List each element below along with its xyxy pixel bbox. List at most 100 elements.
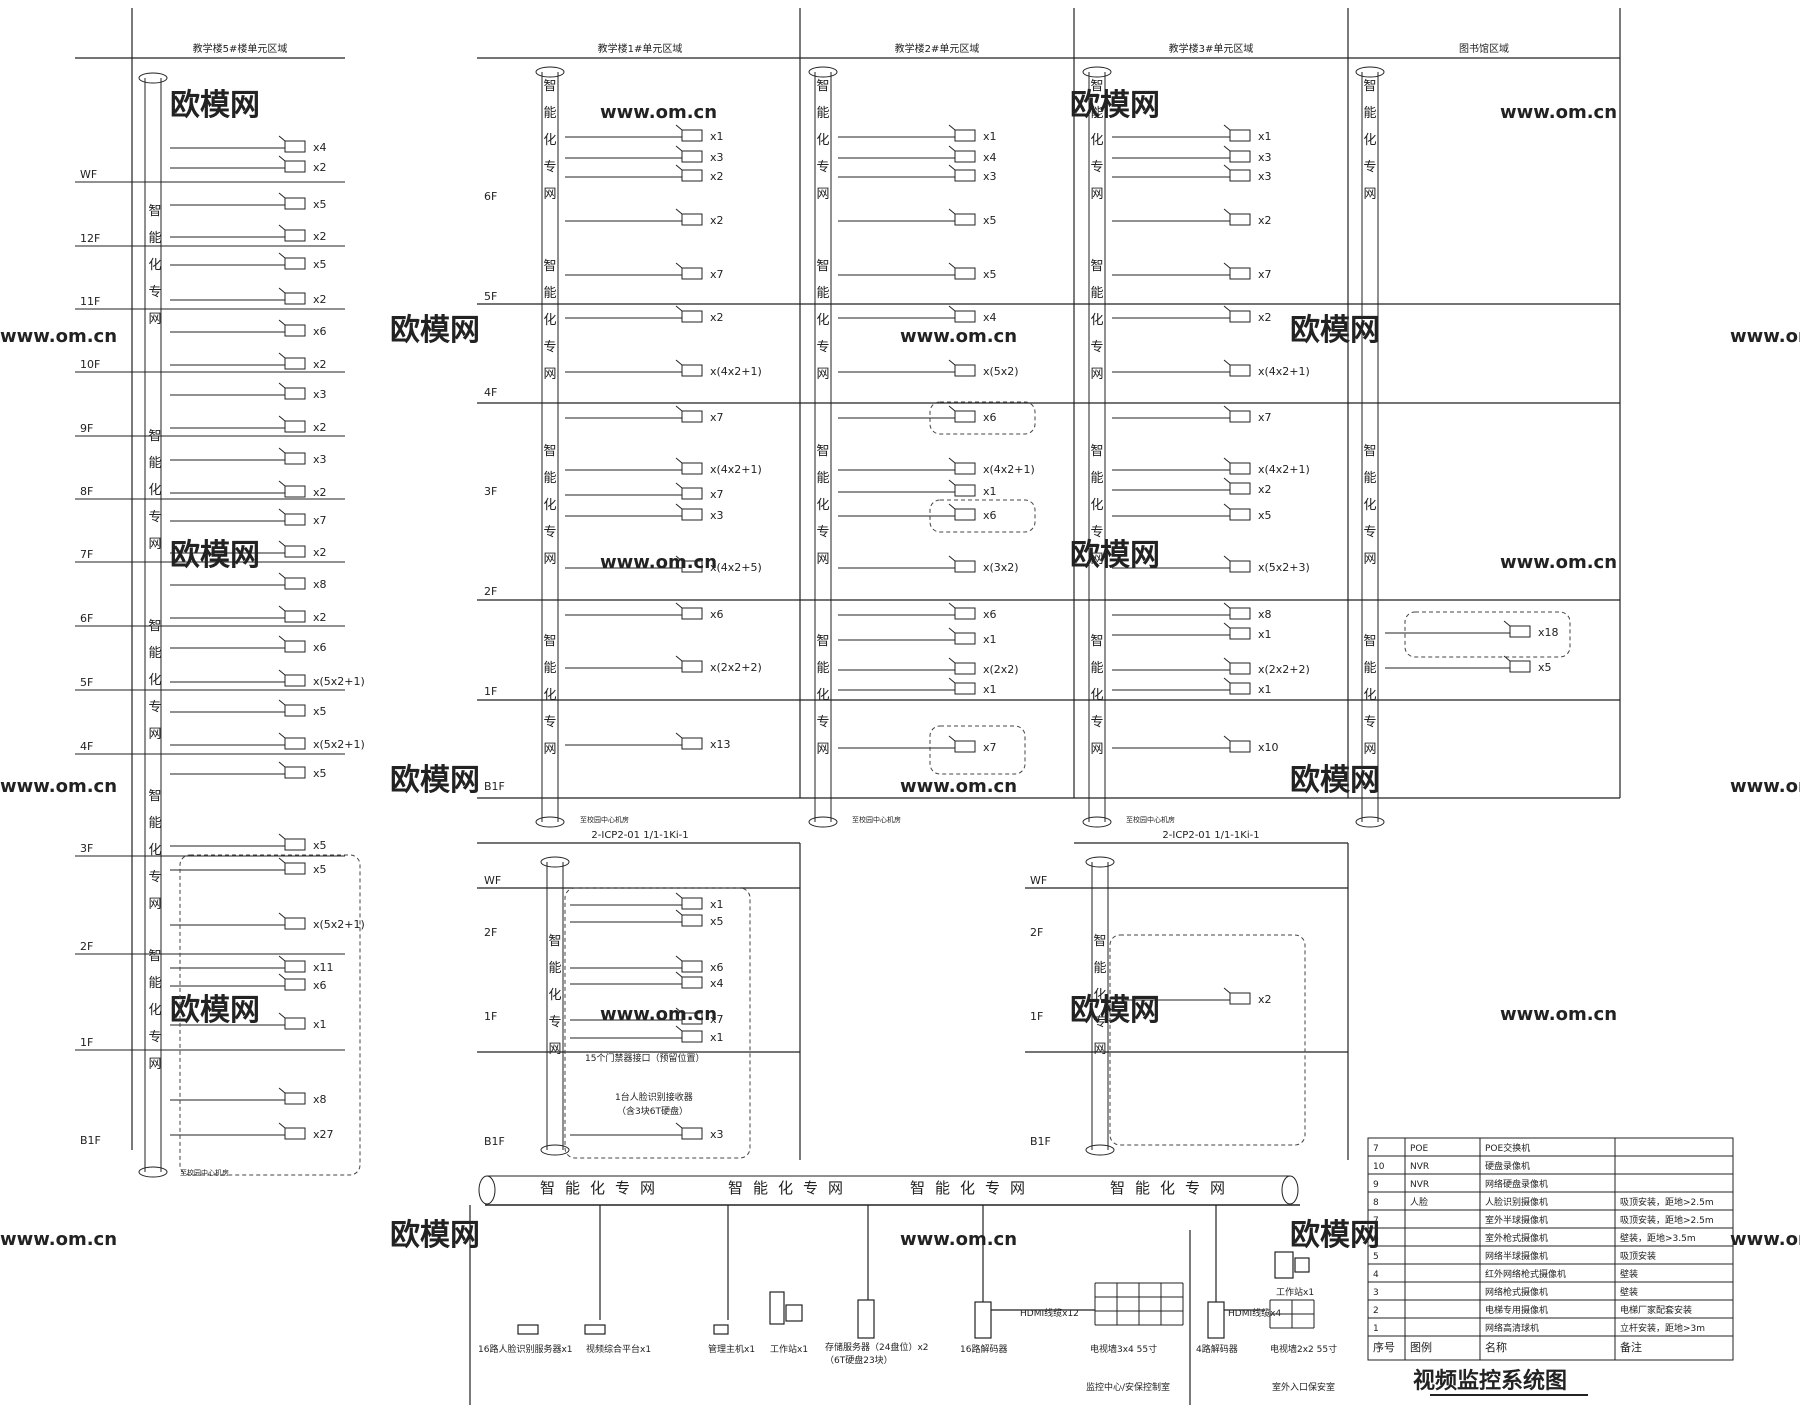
- count-col1: x7: [710, 411, 724, 424]
- floor-label-mid: B1F: [484, 780, 505, 793]
- count-col2: x1: [983, 683, 997, 696]
- floor-label-lower-left: 2F: [484, 926, 497, 939]
- riser-char: 网: [148, 897, 161, 912]
- camera-tick-icon: [948, 164, 956, 171]
- legend-cell: 壁装: [1620, 1268, 1638, 1280]
- camera-icon: [954, 508, 976, 521]
- count-lower-left: x1: [710, 898, 724, 911]
- count-col3: x3: [1258, 151, 1272, 164]
- watermark-url: www.om.cn: [900, 776, 1017, 797]
- watermark-logo: 欧模网: [170, 88, 260, 123]
- riser-char: 化: [548, 988, 561, 1003]
- riser-char: 专: [148, 510, 161, 525]
- camera-tick-icon: [278, 833, 286, 840]
- camera-icon: [284, 292, 306, 305]
- camera-icon: [1229, 410, 1251, 423]
- camera-icon: [954, 682, 976, 695]
- legend-cell: 人脸识别摄像机: [1485, 1196, 1548, 1208]
- riser-char: 专: [148, 870, 161, 885]
- riser-char: 网: [1363, 552, 1376, 567]
- floor-label-left: 3F: [80, 842, 93, 855]
- operator-workstation-icon: [1274, 1251, 1294, 1279]
- storage-server-icon: [857, 1299, 875, 1339]
- riser-char: 专: [543, 340, 556, 355]
- camera-tick-icon: [675, 1007, 683, 1014]
- count-col2: x1: [983, 485, 997, 498]
- camera-tick-icon: [675, 262, 683, 269]
- camera-icon: [681, 607, 703, 620]
- camera-tick-icon: [675, 555, 683, 562]
- riser-char: 智: [1363, 444, 1376, 459]
- count-col2: x3: [983, 170, 997, 183]
- count-left: x2: [313, 546, 327, 559]
- riser-char: 智: [543, 444, 556, 459]
- camera-icon: [284, 387, 306, 400]
- equip-label-10: HDMI线缆x4: [1228, 1307, 1281, 1319]
- camera-icon: [284, 513, 306, 526]
- count-col3: x1: [1258, 628, 1272, 641]
- riser-char: 化: [148, 258, 161, 273]
- camera-tick-icon: [675, 1122, 683, 1129]
- camera-tick-icon: [278, 192, 286, 199]
- workstation-icon: [769, 1291, 785, 1325]
- camera-tick-icon: [1223, 305, 1231, 312]
- legend-cell: 网络硬盘录像机: [1485, 1178, 1548, 1190]
- riser-char: 化: [816, 133, 829, 148]
- floor-label-lower-left: B1F: [484, 1135, 505, 1148]
- camera-tick-icon: [675, 124, 683, 131]
- count-col2: x(2x2): [983, 663, 1019, 676]
- count-col3: x10: [1258, 741, 1279, 754]
- frame-lines: [75, 8, 1621, 1405]
- camera-tick-icon: [675, 655, 683, 662]
- riser-char: 专: [148, 1030, 161, 1045]
- camera-icon: [284, 838, 306, 851]
- riser-char: 化: [543, 498, 556, 513]
- riser-char: 能: [148, 646, 161, 661]
- equip-label-2: 视频综合平台x1: [586, 1343, 651, 1355]
- riser-char: 能: [1363, 661, 1376, 676]
- count-col1: x(4x2+1): [710, 365, 762, 378]
- count-lower-left: x7: [710, 1013, 724, 1026]
- riser-char: 化: [816, 498, 829, 513]
- riser-char: 智: [148, 204, 161, 219]
- camera-icon: [1229, 462, 1251, 475]
- camera-icon: [1229, 129, 1251, 142]
- floor-label-left: 9F: [80, 422, 93, 435]
- camera-icon: [1229, 169, 1251, 182]
- camera-tick-icon: [278, 224, 286, 231]
- legend-header: 名称: [1485, 1340, 1507, 1354]
- camera-tick-icon: [675, 602, 683, 609]
- col-header-3: 教学楼3#单元区域: [1169, 42, 1254, 55]
- riser-cap: [540, 1144, 570, 1156]
- legend-cell: NVR: [1410, 1180, 1429, 1190]
- riser-char: 智: [816, 79, 829, 94]
- riser-char: 能: [543, 286, 556, 301]
- floor-label-left: 12F: [80, 232, 100, 245]
- camera-tick-icon: [675, 145, 683, 152]
- camera-icon: [1229, 364, 1251, 377]
- camera-icon: [1229, 310, 1251, 323]
- riser-char: 能: [816, 106, 829, 121]
- camera-tick-icon: [1223, 124, 1231, 131]
- count-left: x3: [313, 453, 327, 466]
- camera-tick-icon: [278, 480, 286, 487]
- riser-char: 专: [543, 525, 556, 540]
- riser-char: 化: [816, 688, 829, 703]
- riser-char: 网: [1093, 1042, 1106, 1057]
- camera-icon: [681, 487, 703, 500]
- watermark-logo: 欧模网: [1070, 88, 1160, 123]
- riser-char: 专: [543, 715, 556, 730]
- camera-icon: [681, 508, 703, 521]
- watermark-url: www.om.cn: [600, 1004, 717, 1025]
- left-header: 教学楼5#楼单元区域: [193, 42, 288, 55]
- camera-tick-icon: [1223, 677, 1231, 684]
- legend-cell: 网络枪式摄像机: [1485, 1286, 1548, 1298]
- legend-header: 序号: [1373, 1340, 1395, 1354]
- riser-char: 能: [148, 456, 161, 471]
- riser-char: 化: [543, 133, 556, 148]
- camera-tick-icon: [675, 1025, 683, 1032]
- camera-icon: [954, 364, 976, 377]
- count-col1: x13: [710, 738, 731, 751]
- lower-left-note-1: 15个门禁器接口（预留位置）: [585, 1052, 704, 1064]
- watermark-url: www.om.cn: [1500, 102, 1617, 123]
